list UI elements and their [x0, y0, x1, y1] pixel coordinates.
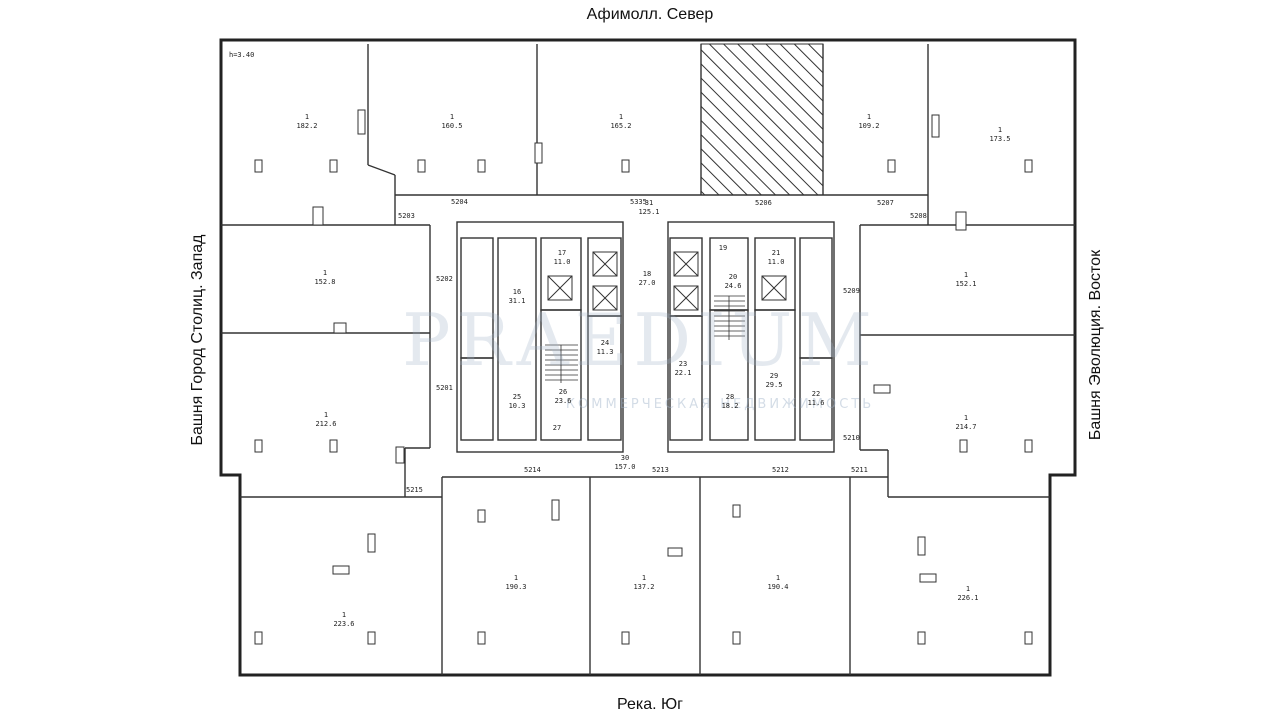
room-area: 152.1 [955, 280, 976, 288]
room-number: 1 [514, 574, 518, 582]
room-area: 29.5 [766, 381, 783, 389]
room-area: 24.6 [725, 282, 742, 290]
door-code: 5206 [755, 199, 772, 207]
door-code: 5335 [630, 198, 647, 206]
door-code: 5204 [451, 198, 468, 206]
room-number: 20 [729, 273, 737, 281]
outer-wall [219, 38, 1077, 677]
watermark-tagline: КОММЕРЧЕСКАЯ НЕДВИЖИМОСТЬ [566, 397, 874, 412]
room-area: 109.2 [858, 122, 879, 130]
room-area: 125.1 [638, 208, 659, 216]
room-number: 18 [643, 270, 651, 278]
hatched-shaft [700, 43, 824, 196]
room-number: 19 [719, 244, 727, 252]
watermark-brand: PRAEDIUM [402, 298, 878, 382]
room-number: 1 [964, 414, 968, 422]
north-label: Афимолл. Север [586, 6, 714, 23]
room-area: 11.6 [808, 399, 825, 407]
room-number: 1 [998, 126, 1002, 134]
door-code: 5210 [843, 434, 860, 442]
room-area: 190.4 [767, 583, 788, 591]
room-area: 11.0 [768, 258, 785, 266]
room-number: 1 [305, 113, 309, 121]
room-area: 23.6 [555, 397, 572, 405]
interior-walls [221, 44, 1075, 675]
door-code: 5209 [843, 287, 860, 295]
room-area: 137.2 [633, 583, 654, 591]
room-number: 1 [776, 574, 780, 582]
room-number: 1 [342, 611, 346, 619]
room-area: 31.1 [509, 297, 526, 305]
door-code: 5211 [851, 466, 868, 474]
room-area: 212.6 [315, 420, 336, 428]
room-area: 157.0 [614, 463, 635, 471]
room-number: 29 [770, 372, 778, 380]
height-note: h=3.40 [229, 51, 254, 59]
door-code: 5207 [877, 199, 894, 207]
room-number: 17 [558, 249, 566, 257]
room-area: 11.0 [554, 258, 571, 266]
room-number: 1 [323, 269, 327, 277]
room-number: 25 [513, 393, 521, 401]
room-number: 23 [679, 360, 687, 368]
columns [254, 109, 1033, 645]
room-area: 165.2 [610, 122, 631, 130]
door-code: 5208 [910, 212, 927, 220]
door-code: 5214 [524, 466, 541, 474]
room-area: 18.2 [722, 402, 739, 410]
room-number: 1 [619, 113, 623, 121]
door-code: 5202 [436, 275, 453, 283]
room-area: 173.5 [989, 135, 1010, 143]
room-area: 160.5 [441, 122, 462, 130]
room-number: 16 [513, 288, 521, 296]
room-number: 1 [966, 585, 970, 593]
room-area: 226.1 [957, 594, 978, 602]
room-area: 22.1 [675, 369, 692, 377]
room-number: 1 [867, 113, 871, 121]
room-number: 27 [553, 424, 561, 432]
door-code: 5213 [652, 466, 669, 474]
room-number: 1 [324, 411, 328, 419]
room-area: 152.8 [314, 278, 335, 286]
door-code: 5215 [406, 486, 423, 494]
door-code: 5201 [436, 384, 453, 392]
door-code: 5212 [772, 466, 789, 474]
room-area: 182.2 [296, 122, 317, 130]
room-number: 28 [726, 393, 734, 401]
room-area: 214.7 [955, 423, 976, 431]
stairs-left [545, 344, 578, 383]
room-number: 1 [964, 271, 968, 279]
south-label: Река. Юг [616, 696, 683, 713]
room-number: 22 [812, 390, 820, 398]
room-area: 223.6 [333, 620, 354, 628]
room-number: 24 [601, 339, 609, 347]
room-area: 10.3 [509, 402, 526, 410]
elevator-cabins [547, 251, 787, 311]
stairs-right [714, 295, 745, 340]
room-area: 11.3 [597, 348, 614, 356]
door-codes: 5204 5335 5206 5207 5203 5208 5202 5209 … [398, 198, 927, 494]
room-number: 26 [559, 388, 567, 396]
room-area: 27.0 [639, 279, 656, 287]
door-code: 5203 [398, 212, 415, 220]
room-number: 21 [772, 249, 780, 257]
room-number: 30 [621, 454, 629, 462]
room-number: 1 [450, 113, 454, 121]
room-area: 190.3 [505, 583, 526, 591]
room-number: 1 [642, 574, 646, 582]
room-number: 31 [645, 199, 653, 207]
